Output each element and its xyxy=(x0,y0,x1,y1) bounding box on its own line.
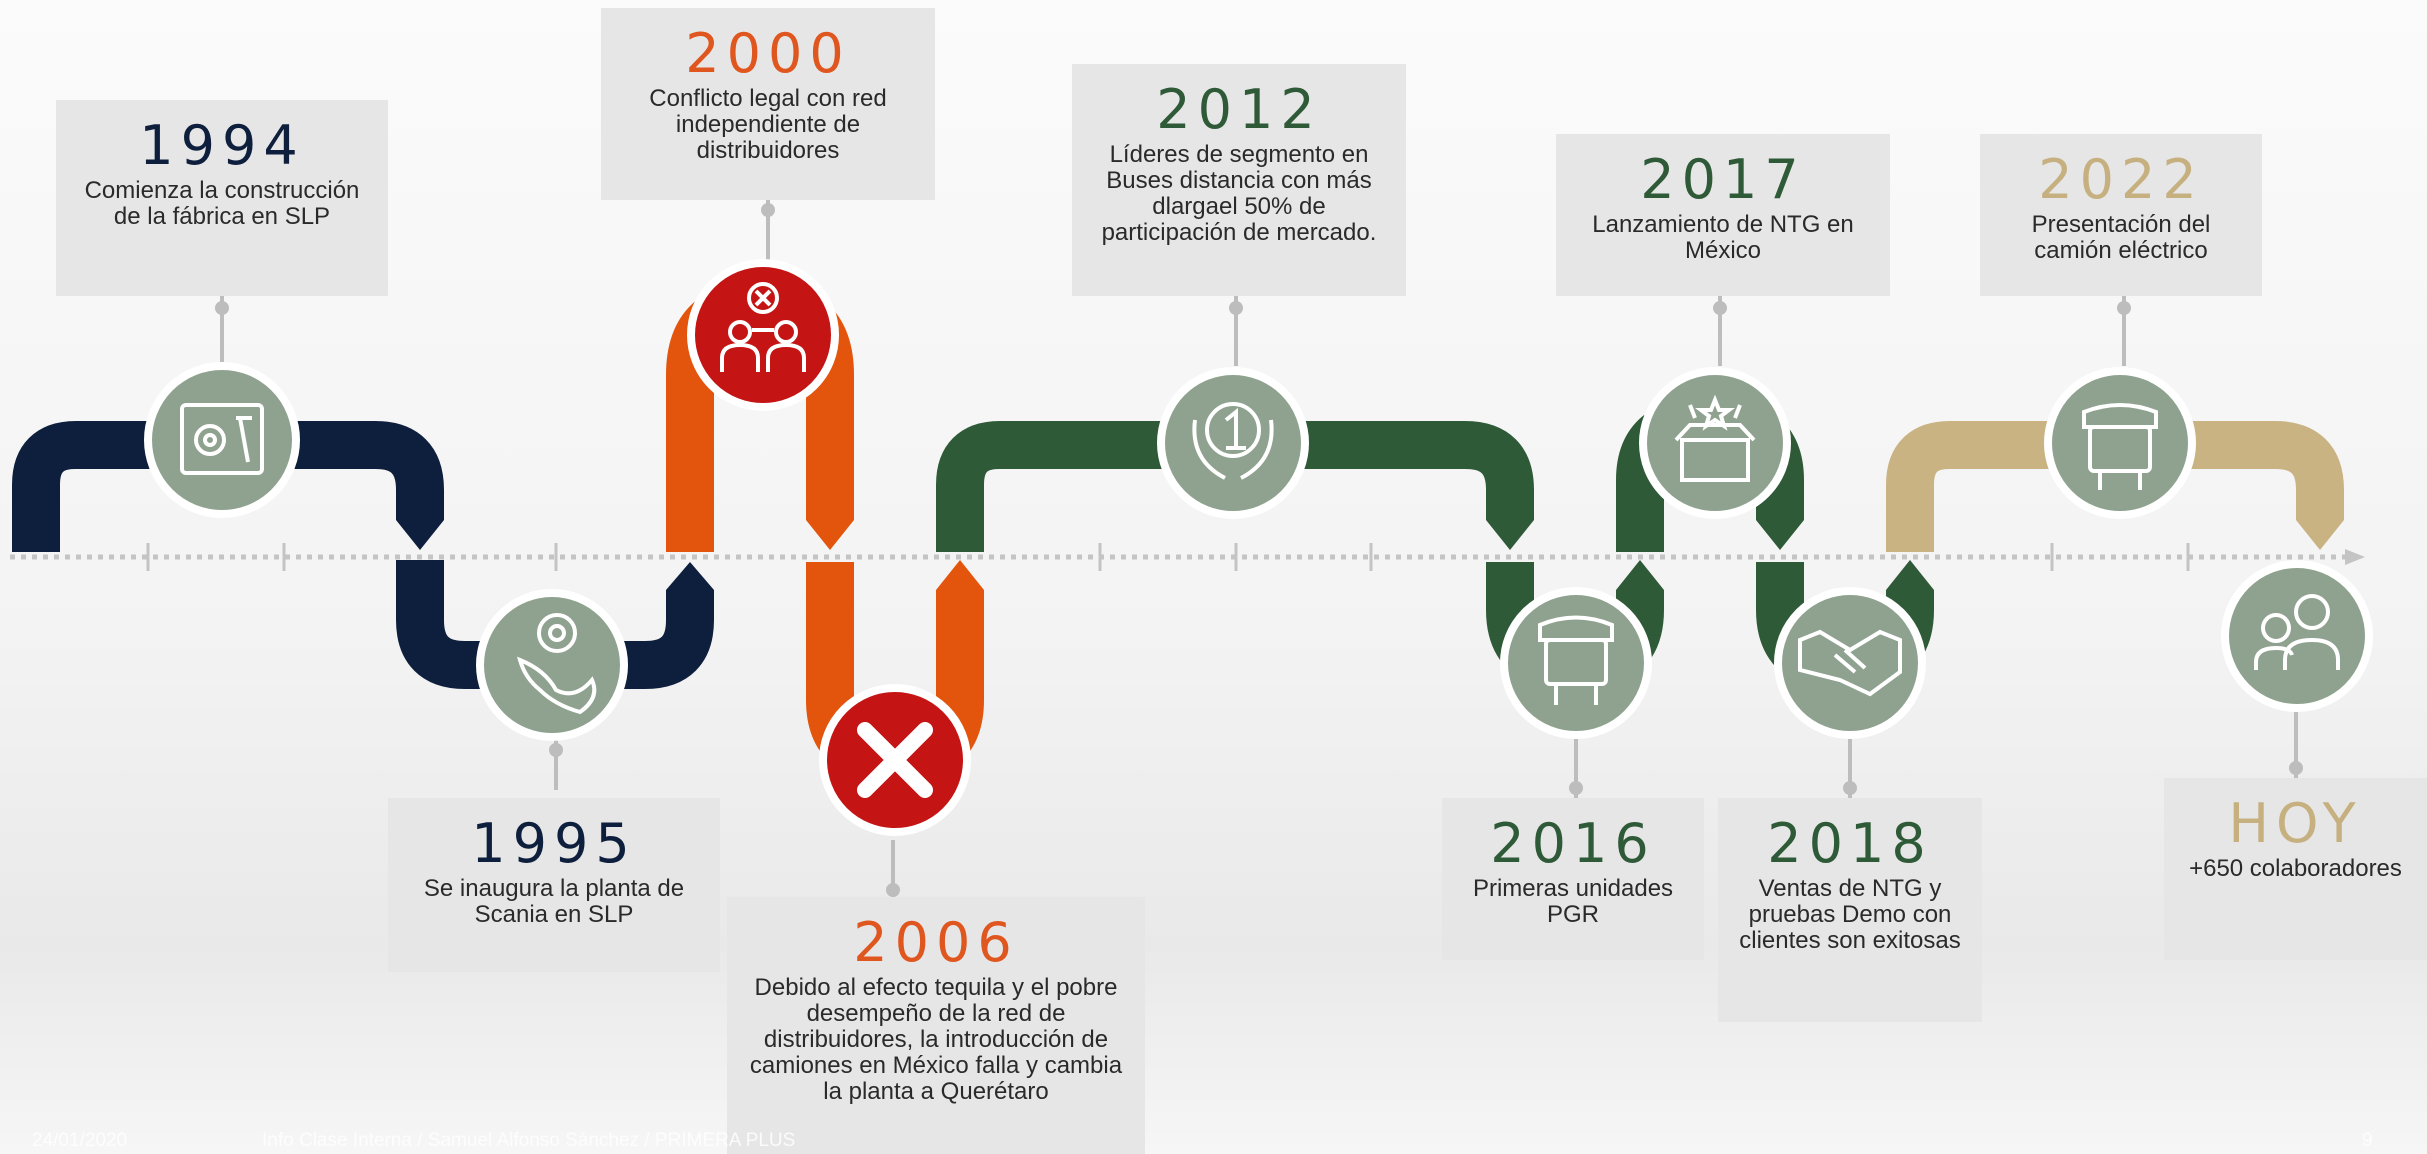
event-card-2016: 2016 Primeras unidades PGR xyxy=(1442,798,1704,960)
footer-date: 24/01/2020 xyxy=(32,1130,128,1151)
event-description: Presentación del camión eléctrico xyxy=(2031,211,2211,264)
event-year: 2018 xyxy=(1767,812,1933,875)
milestone-hoy xyxy=(2221,560,2373,712)
event-description: Comienza la construcción de la fábrica e… xyxy=(84,177,360,230)
people-group-icon xyxy=(2254,594,2340,670)
event-year: 2006 xyxy=(853,911,1019,974)
event-card-2018: 2018 Ventas de NTG y pruebas Demo con cl… xyxy=(1718,798,1982,1022)
path-segment-gold xyxy=(1886,421,2344,552)
gift-box-icon xyxy=(1674,394,1756,482)
event-card-2012: 2012 Líderes de segmento en Buses distan… xyxy=(1072,64,1406,296)
milestone-2017 xyxy=(1639,367,1791,519)
event-description: Ventas de NTG y pruebas Demo con cliente… xyxy=(1739,875,1961,954)
handshake-icon xyxy=(1798,629,1902,697)
milestone-1995 xyxy=(476,589,628,741)
page-number: 9 xyxy=(2362,1130,2373,1151)
event-card-2006: 2006 Debido al efecto tequila y el pobre… xyxy=(727,897,1145,1154)
truck-front-icon xyxy=(1538,615,1614,705)
milestone-2022 xyxy=(2044,367,2196,519)
milestone-2016 xyxy=(1500,587,1652,739)
event-card-1994: 1994 Comienza la construcción de la fábr… xyxy=(56,100,388,296)
event-card-hoy: HOY +650 colaboradores xyxy=(2164,778,2427,960)
event-year: 2000 xyxy=(685,22,851,85)
electric-truck-icon xyxy=(2082,403,2158,490)
milestone-2018 xyxy=(1774,587,1926,739)
footer-info: Info Clase Interna / Samuel Alfonso Sánc… xyxy=(262,1130,796,1151)
event-description: +650 colaboradores xyxy=(2189,855,2402,882)
milestone-1994 xyxy=(144,362,300,518)
event-card-1995: 1995 Se inaugura la planta de Scania en … xyxy=(388,798,720,972)
mexico-map-pin-icon xyxy=(516,613,597,715)
event-card-2017: 2017 Lanzamiento de NTG en México xyxy=(1556,134,1890,296)
axis-arrowhead xyxy=(2345,549,2365,565)
event-card-2022: 2022 Presentación del camión eléctrico xyxy=(1980,134,2262,296)
event-description: Conflicto legal con red independiente de… xyxy=(649,85,887,164)
blueprint-gear-icon xyxy=(180,403,264,475)
laurel-number-one-icon xyxy=(1192,402,1274,480)
conflict-people-icon xyxy=(720,282,806,372)
event-description: Debido al efecto tequila y el pobre dese… xyxy=(749,974,1123,1105)
event-description: Líderes de segmento en Buses distancia c… xyxy=(1101,141,1377,246)
event-description: Lanzamiento de NTG en México xyxy=(1592,211,1854,264)
event-year: 2017 xyxy=(1640,148,1806,211)
event-year: 2022 xyxy=(2038,148,2204,211)
event-year: 1994 xyxy=(139,114,305,177)
milestone-2006 xyxy=(819,684,971,836)
event-description: Primeras unidades PGR xyxy=(1472,875,1674,928)
event-description: Se inaugura la planta de Scania en SLP xyxy=(423,875,685,928)
milestone-2000 xyxy=(687,259,839,411)
event-year: 1995 xyxy=(471,812,637,875)
connector-stems xyxy=(215,200,2303,897)
x-mark-icon xyxy=(857,722,933,798)
event-year: HOY xyxy=(2228,792,2363,855)
timeline-axis xyxy=(10,543,2365,571)
event-card-2000: 2000 Conflicto legal con red independien… xyxy=(601,8,935,200)
event-year: 2012 xyxy=(1156,78,1322,141)
event-year: 2016 xyxy=(1490,812,1656,875)
milestone-2012 xyxy=(1157,367,1309,519)
